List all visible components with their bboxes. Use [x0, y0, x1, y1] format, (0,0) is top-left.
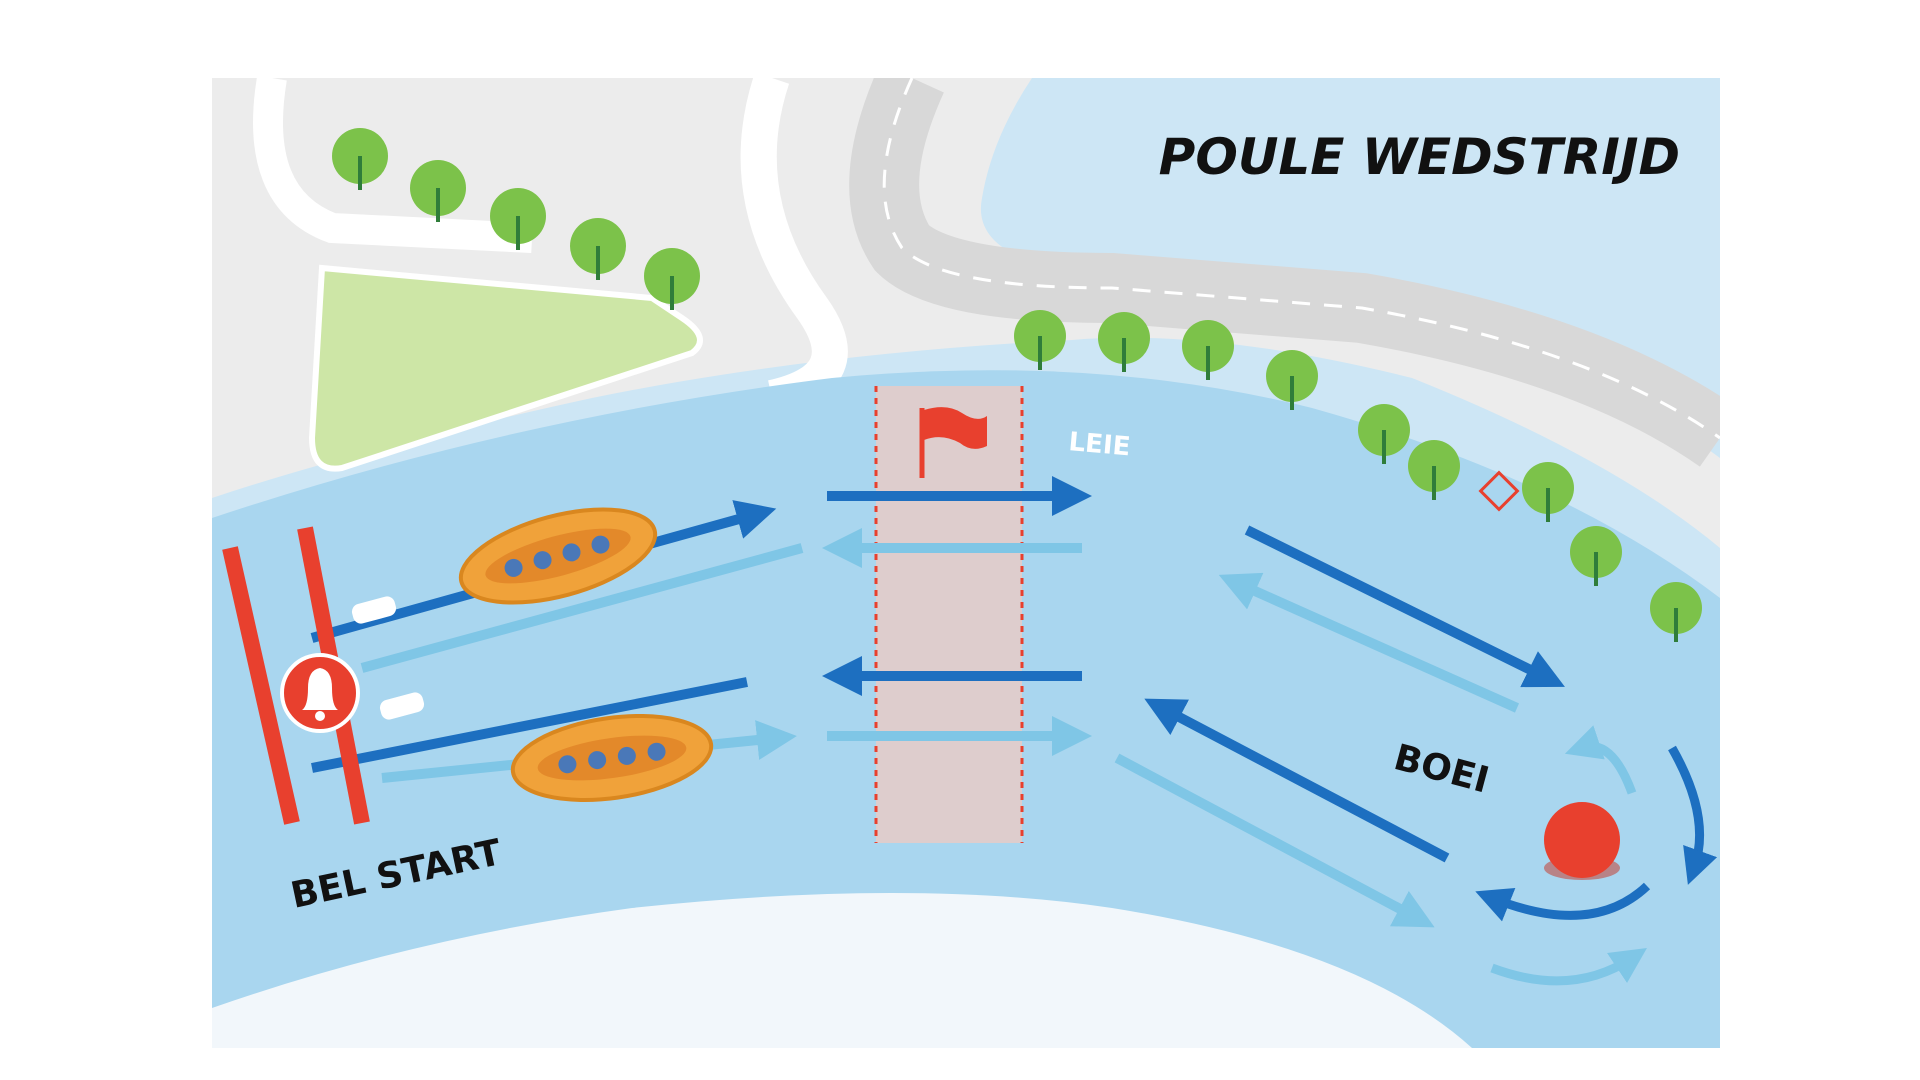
- tree-icon: [332, 128, 388, 190]
- land-area: [212, 78, 1720, 548]
- road-curve: [849, 78, 1720, 467]
- arrow-buoy-loop-light2: [1490, 948, 1647, 986]
- tree-icon: [490, 188, 546, 250]
- tree-row: [332, 128, 1702, 642]
- tree-icon: [644, 248, 700, 310]
- grass-field: [308, 264, 703, 472]
- arrow-from-buoy-dark: [1144, 698, 1450, 863]
- finish-zone: [874, 386, 1024, 843]
- buoy-icon: [1544, 802, 1620, 880]
- river-bank-lower: [212, 893, 1472, 1048]
- arrow-to-buoy-light: [1218, 572, 1520, 713]
- tree-icon: [1014, 310, 1066, 370]
- arrow-buoy-loop-outer: [1668, 745, 1718, 885]
- diamond-marker-icon: [1478, 470, 1520, 512]
- tree-icon: [410, 160, 466, 222]
- road-main: [740, 78, 848, 416]
- river-label: LEIE: [1067, 427, 1131, 462]
- tree-icon: [1570, 526, 1622, 586]
- lane2-start-marker: [379, 692, 425, 720]
- tree-icon: [570, 218, 626, 280]
- map-title: POULE WEDSTRIJD: [1159, 128, 1680, 186]
- arrow-buoy-loop-light1: [1564, 725, 1637, 795]
- tree-icon: [1522, 462, 1574, 522]
- tree-icon: [1650, 582, 1702, 642]
- map-svg: POULE WEDSTRIJD LEIE BEL START BOEI: [212, 78, 1720, 1048]
- raft-icon-2: [510, 714, 714, 802]
- tree-icon: [1266, 350, 1318, 410]
- road-left: [253, 78, 533, 253]
- bell-icon: [280, 653, 360, 733]
- tree-icon: [1358, 404, 1410, 464]
- raft-icon: [458, 507, 658, 605]
- tree-icon: [1182, 320, 1234, 380]
- arrow-buoy-loop-inner: [1475, 882, 1651, 922]
- race-course-map: POULE WEDSTRIJD LEIE BEL START BOEI: [212, 78, 1720, 1048]
- arrow-lane1-return: [360, 543, 804, 673]
- arrow-lane2-out: [311, 677, 748, 773]
- flag-icon: [919, 407, 987, 478]
- tree-icon: [1098, 312, 1150, 372]
- tree-icon: [1408, 440, 1460, 500]
- arrow-from-buoy-light: [1114, 753, 1435, 928]
- lane1-start-marker: [351, 596, 397, 624]
- arrow-to-buoy-dark: [1244, 525, 1565, 688]
